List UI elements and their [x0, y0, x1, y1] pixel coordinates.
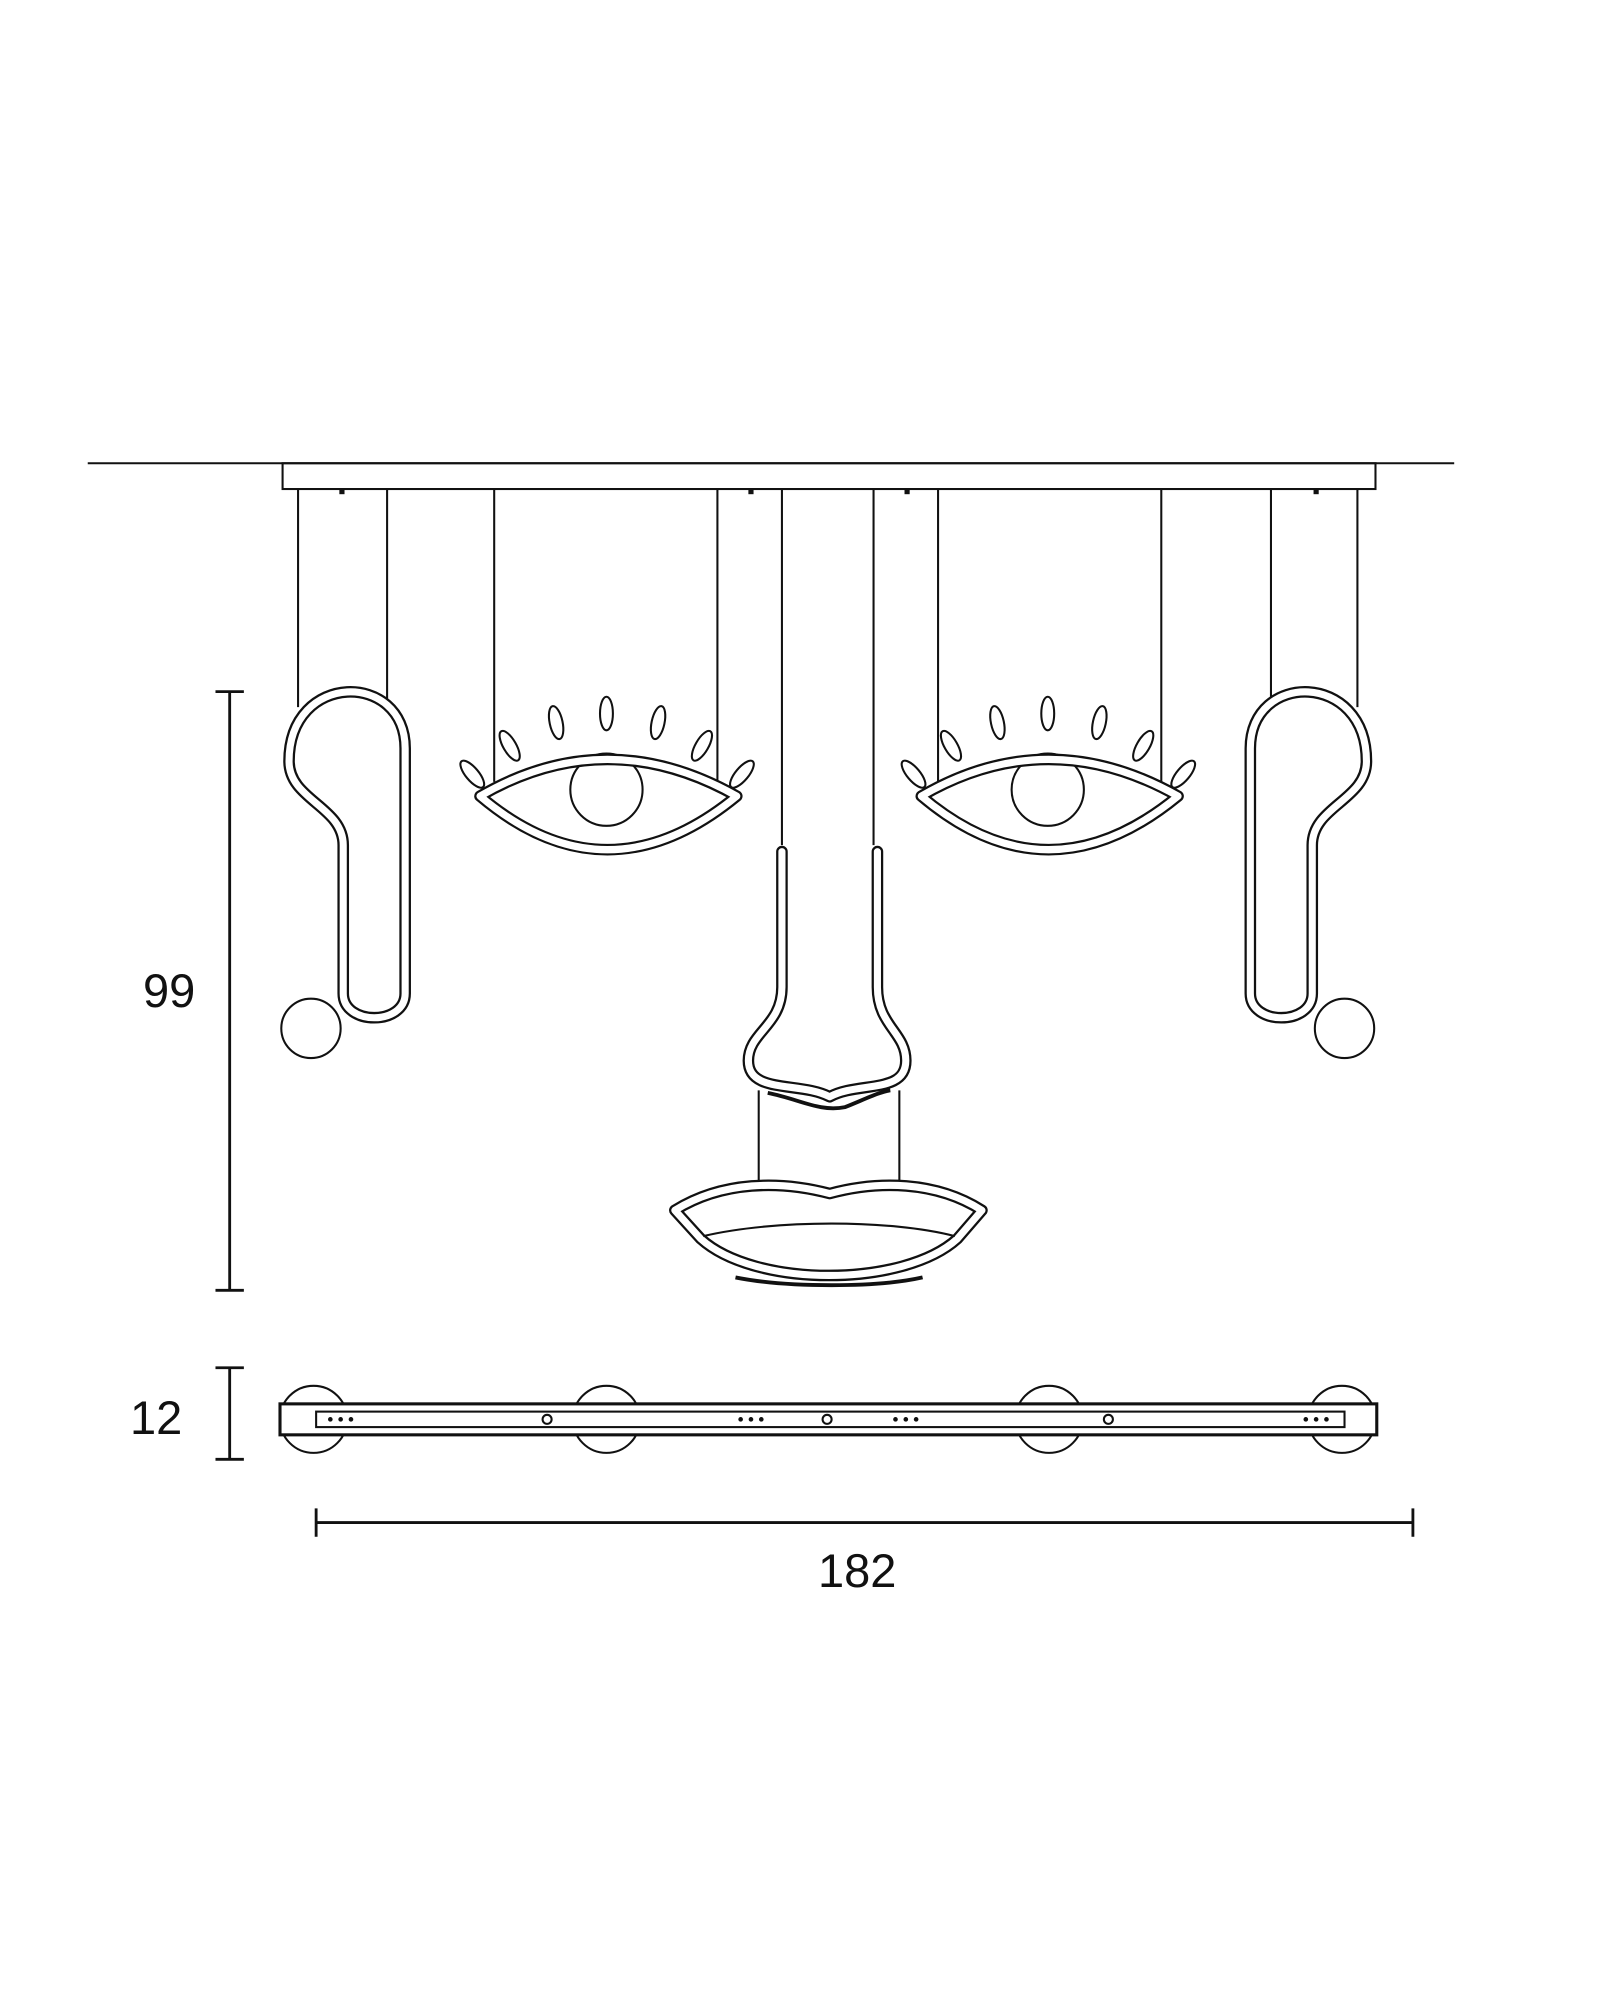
- suspension-wires: [297, 489, 1359, 1181]
- height-dimension-line: [215, 690, 244, 1292]
- depth-dimension-line: [215, 1366, 244, 1461]
- left-ear-pendant: [280, 686, 411, 1060]
- globe-bulb: [280, 997, 342, 1060]
- eyelashes: [459, 695, 755, 789]
- lips-pendant: [669, 1179, 988, 1288]
- width-dimension-line: [314, 1508, 1415, 1537]
- canopy-mounts: [339, 489, 1319, 495]
- width-dimension-label: 182: [818, 1544, 897, 1597]
- depth-dimension-label: 12: [130, 1391, 183, 1444]
- height-dimension-label: 99: [143, 964, 196, 1017]
- left-eye-pendant: [459, 695, 755, 856]
- right-ear-pendant: [1244, 686, 1376, 1060]
- nose-pendant: [742, 845, 912, 1111]
- canopy: [281, 462, 1377, 491]
- right-eye-pendant: [900, 695, 1197, 856]
- top-view-plan: [278, 1384, 1379, 1454]
